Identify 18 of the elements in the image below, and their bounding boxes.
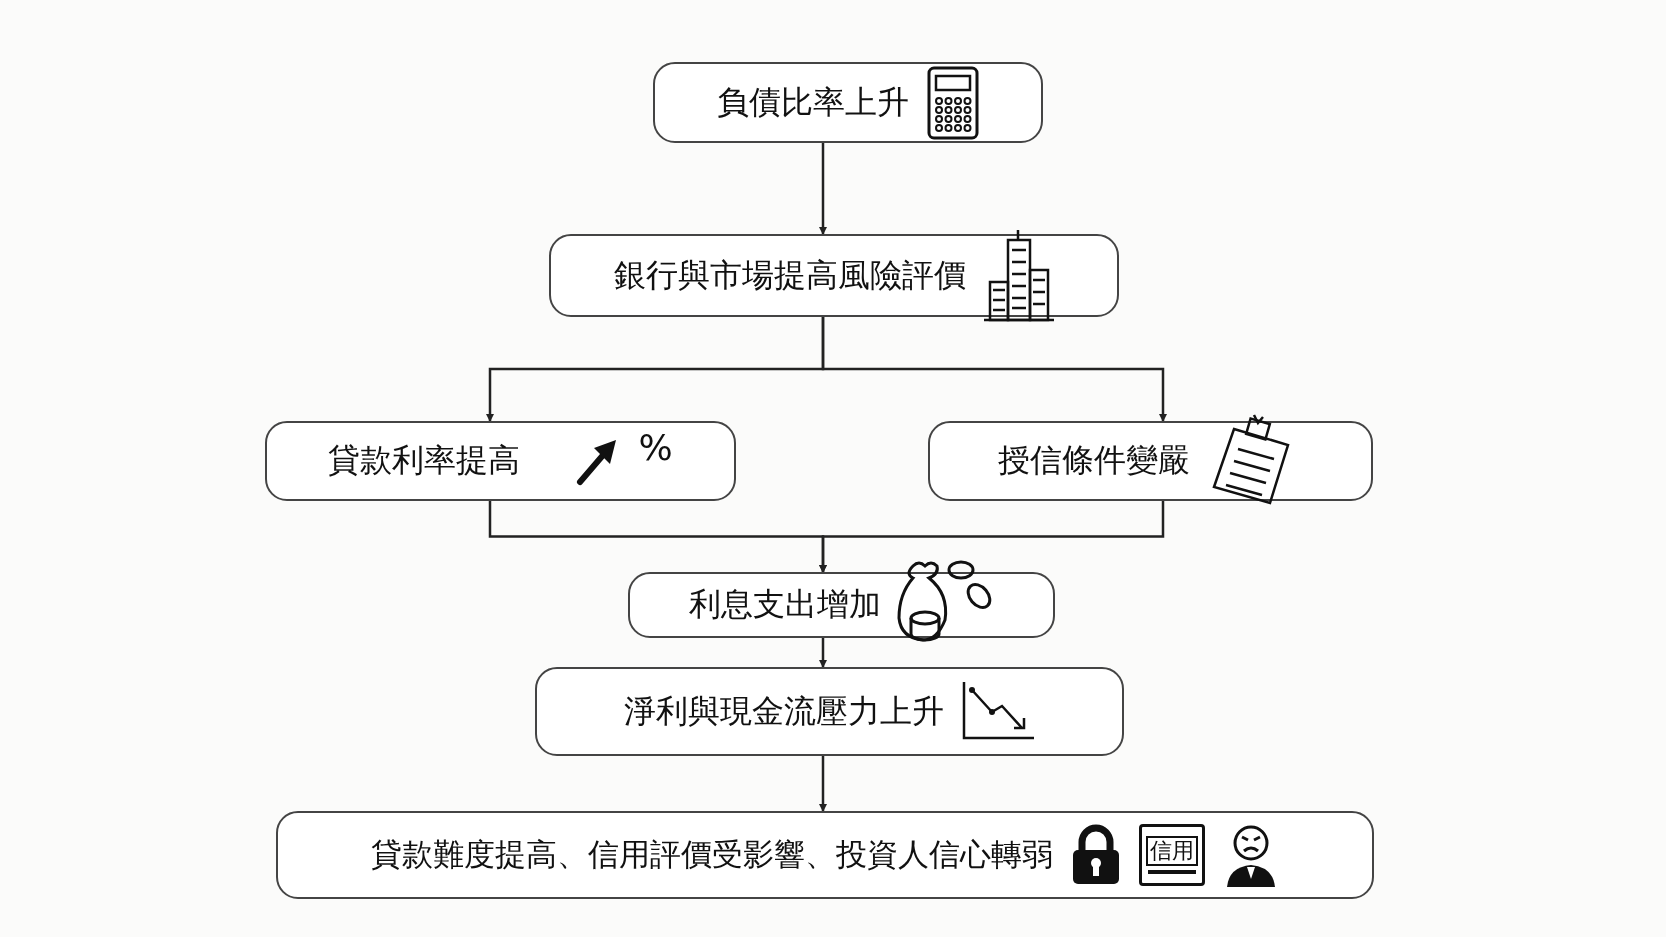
process-box <box>535 667 1124 756</box>
node-text: 淨利與現金流壓力上升 <box>623 690 944 732</box>
node-text: 銀行與市場提高風險評價 <box>614 254 966 296</box>
node-text: 貸款難度提高、信用評價受影響、投資人信心轉弱 <box>371 835 1053 874</box>
node-text: 貸款利率提高 <box>328 440 521 481</box>
node-text: 授信條件變嚴 <box>997 440 1190 481</box>
arrow <box>819 638 827 668</box>
arrow <box>819 501 1165 573</box>
process-box <box>653 62 1043 143</box>
percent-sign: % <box>638 426 673 468</box>
arrow <box>819 143 827 235</box>
arrow <box>821 317 1167 422</box>
credit-monitor-icon: 信用 <box>1139 824 1205 886</box>
arrow <box>819 756 827 812</box>
node-text: 負債比率上升 <box>717 81 909 123</box>
node-text: 利息支出增加 <box>688 584 881 625</box>
process-box <box>276 811 1374 899</box>
process-box <box>265 421 736 501</box>
